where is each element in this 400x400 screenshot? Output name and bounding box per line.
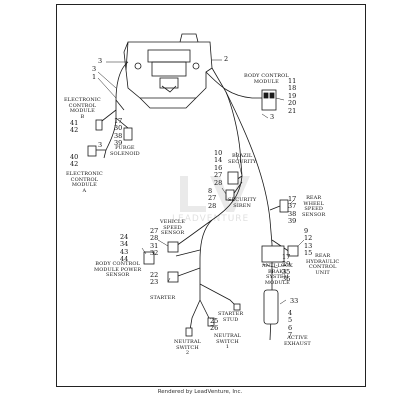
neutral-switch-2-connector bbox=[185, 327, 193, 337]
watermark-text: LEADVENTURE bbox=[172, 214, 250, 224]
starter-stud-connector bbox=[233, 303, 241, 311]
callout-3-left: 3 bbox=[92, 65, 97, 73]
siren-connector bbox=[225, 189, 235, 201]
abs-module bbox=[261, 245, 285, 263]
callout-3-top: 3 bbox=[98, 57, 103, 65]
neutral-switch-1-connector bbox=[207, 317, 215, 327]
footer-credit: Rendered by LeadVenture, Inc. bbox=[157, 389, 243, 395]
bcm-power-connector bbox=[143, 251, 155, 265]
purge-solenoid-connector bbox=[123, 127, 133, 141]
callout-exhaust-33: 33 bbox=[290, 297, 299, 305]
label-starter: STARTER bbox=[150, 295, 176, 301]
starter-connector bbox=[167, 271, 179, 283]
abs-harness bbox=[225, 91, 273, 245]
callout-3-ecm: 3 bbox=[98, 141, 103, 149]
bcm-branch bbox=[205, 71, 262, 99]
brazil-security-connector bbox=[227, 171, 239, 185]
diagram-frame bbox=[56, 4, 366, 387]
ecm-b-connector bbox=[95, 119, 103, 131]
vss-connector bbox=[167, 241, 179, 253]
rhcu-connector bbox=[287, 245, 299, 257]
callout-2-top: 2 bbox=[224, 55, 229, 63]
frame-assembly bbox=[123, 33, 213, 109]
callout-1-left: 1 bbox=[92, 73, 97, 81]
watermark-logo bbox=[180, 176, 250, 212]
callout-3-bcm: 3 bbox=[270, 113, 275, 121]
rwss-connector bbox=[279, 199, 289, 213]
active-exhaust-actuator bbox=[263, 289, 279, 325]
ecm-a-connector bbox=[87, 145, 97, 157]
